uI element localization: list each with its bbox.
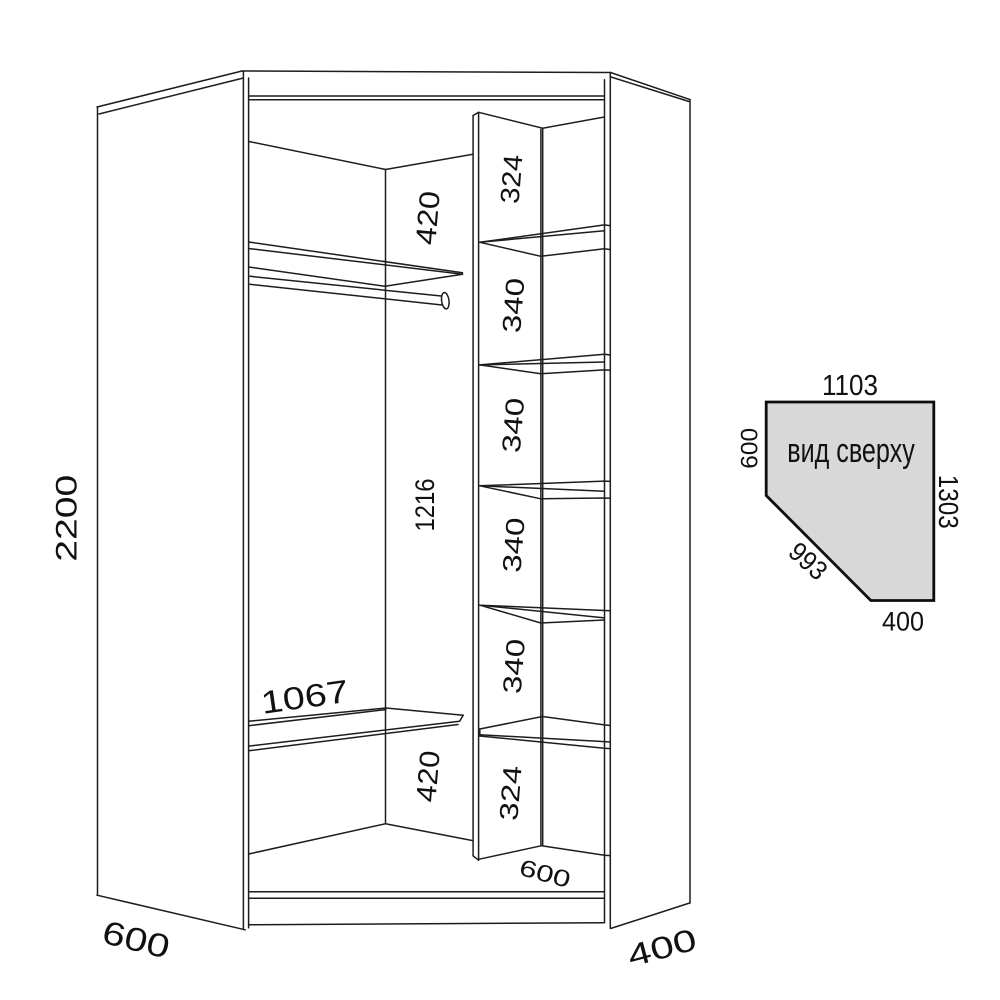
svg-text:324: 324: [493, 765, 527, 822]
svg-text:340: 340: [497, 638, 531, 695]
svg-text:400: 400: [882, 607, 924, 637]
svg-text:1303: 1303: [933, 475, 964, 529]
svg-text:600: 600: [737, 428, 764, 469]
svg-text:340: 340: [496, 397, 530, 454]
svg-text:1103: 1103: [822, 370, 878, 402]
svg-text:420: 420: [410, 749, 445, 803]
svg-text:324: 324: [495, 153, 529, 204]
svg-text:340: 340: [496, 516, 530, 573]
svg-text:2200: 2200: [51, 475, 84, 562]
svg-text:420: 420: [410, 190, 447, 247]
svg-text:340: 340: [496, 277, 530, 334]
svg-text:1216: 1216: [410, 479, 440, 532]
svg-text:вид сверху: вид сверху: [787, 433, 915, 471]
